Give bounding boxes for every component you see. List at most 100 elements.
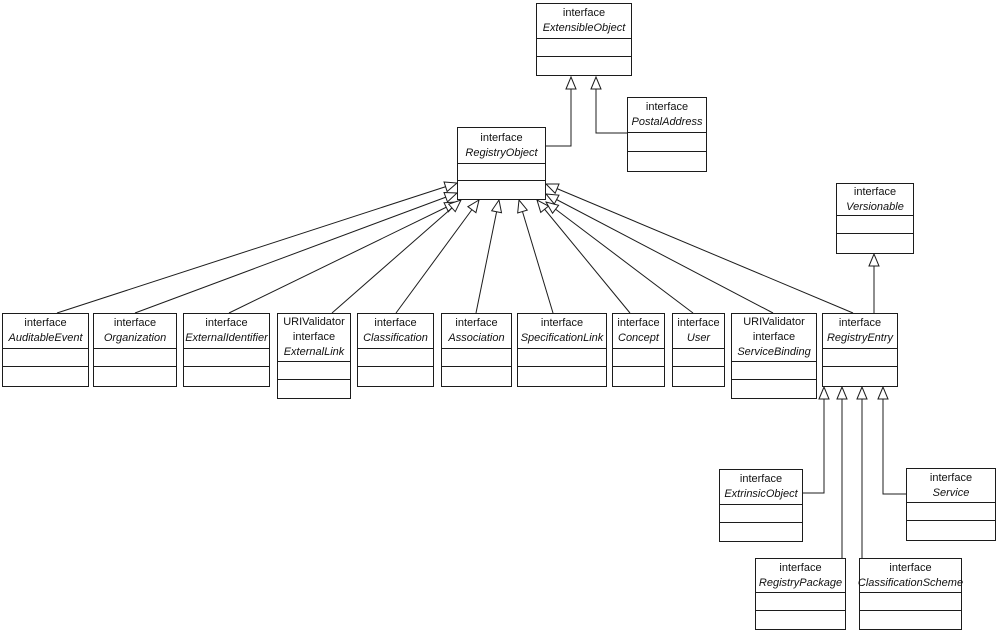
- operations-compartment: [720, 523, 802, 541]
- stereotype-label: interface: [455, 317, 498, 329]
- stereotype-label: interface: [645, 101, 689, 113]
- stereotype-label: interface: [779, 561, 822, 574]
- attributes-compartment: [756, 593, 845, 611]
- stereotype-label: interface: [752, 331, 796, 343]
- stereotype-label: interface: [929, 471, 973, 484]
- attributes-compartment: [442, 349, 511, 367]
- edge-auditable-event-to-registry-object: [56, 183, 457, 314]
- operations-compartment: [537, 57, 631, 75]
- stereotype-label: interface: [480, 131, 523, 144]
- operations-compartment: [94, 367, 176, 386]
- operations-compartment: [184, 367, 269, 386]
- attributes-compartment: [907, 503, 995, 521]
- attributes-compartment: [358, 349, 433, 367]
- operations-compartment: [823, 367, 897, 386]
- operations-compartment: [837, 234, 913, 253]
- operations-compartment: [3, 367, 88, 386]
- stereotype-label: URIValidator: [283, 316, 345, 328]
- operations-compartment: [458, 181, 545, 199]
- operations-compartment: [756, 611, 845, 629]
- operations-compartment: [613, 367, 664, 386]
- interface-name-label: ClassificationScheme: [857, 576, 964, 589]
- attributes-compartment: [628, 133, 706, 152]
- interface-name-label: RegistryPackage: [758, 576, 843, 589]
- edge-classification-to-registry-object: [395, 200, 479, 314]
- interface-name-label: ExtensibleObject: [542, 22, 626, 34]
- interface-name-label: User: [686, 332, 711, 344]
- operations-compartment: [732, 380, 816, 398]
- edge-concept-to-registry-object: [537, 200, 631, 314]
- stereotype-label: interface: [113, 317, 157, 329]
- edge-association-to-registry-object: [475, 200, 499, 314]
- interface-name-label: ExtrinsicObject: [724, 488, 798, 500]
- edge-organization-to-registry-object: [134, 193, 457, 314]
- attributes-compartment: [3, 349, 88, 367]
- interface-name-label: RegistryObject: [465, 146, 538, 159]
- operations-compartment: [673, 367, 724, 386]
- edge-registry-object-to-extensible-object: [546, 77, 571, 147]
- operations-compartment: [860, 611, 961, 629]
- interface-name-label: PostalAddress: [631, 116, 703, 128]
- attributes-compartment: [278, 362, 350, 380]
- edge-service-to-registry-entry: [883, 387, 906, 495]
- stereotype-label: interface: [838, 317, 882, 329]
- attributes-compartment: [613, 349, 664, 367]
- stereotype-label: interface: [739, 473, 783, 485]
- edge-registry-entry-to-registry-object: [546, 184, 854, 314]
- attributes-compartment: [518, 349, 606, 367]
- stereotype-label: interface: [889, 561, 932, 574]
- interface-name-label: AuditableEvent: [8, 332, 83, 344]
- interface-name-label: SpecificationLink: [520, 332, 604, 344]
- interface-name-label: ServiceBinding: [737, 346, 811, 358]
- attributes-compartment: [673, 349, 724, 367]
- attributes-compartment: [720, 505, 802, 523]
- interface-name-label: Classification: [363, 332, 428, 344]
- stereotype-label: interface: [617, 317, 660, 329]
- attributes-compartment: [537, 39, 631, 57]
- edge-user-to-registry-object: [546, 202, 694, 314]
- stereotype-label: interface: [374, 317, 417, 329]
- interface-name-label: RegistryEntry: [826, 332, 894, 344]
- attributes-compartment: [837, 216, 913, 234]
- interface-name-label: ExternalIdentifier: [185, 332, 268, 344]
- operations-compartment: [907, 521, 995, 540]
- operations-compartment: [358, 367, 433, 386]
- attributes-compartment: [823, 349, 897, 367]
- operations-compartment: [628, 152, 706, 171]
- attributes-compartment: [458, 164, 545, 181]
- stereotype-label: interface: [677, 317, 720, 329]
- stereotype-label: interface: [853, 185, 897, 198]
- stereotype-label: interface: [562, 7, 606, 19]
- stereotype-label: interface: [292, 331, 336, 343]
